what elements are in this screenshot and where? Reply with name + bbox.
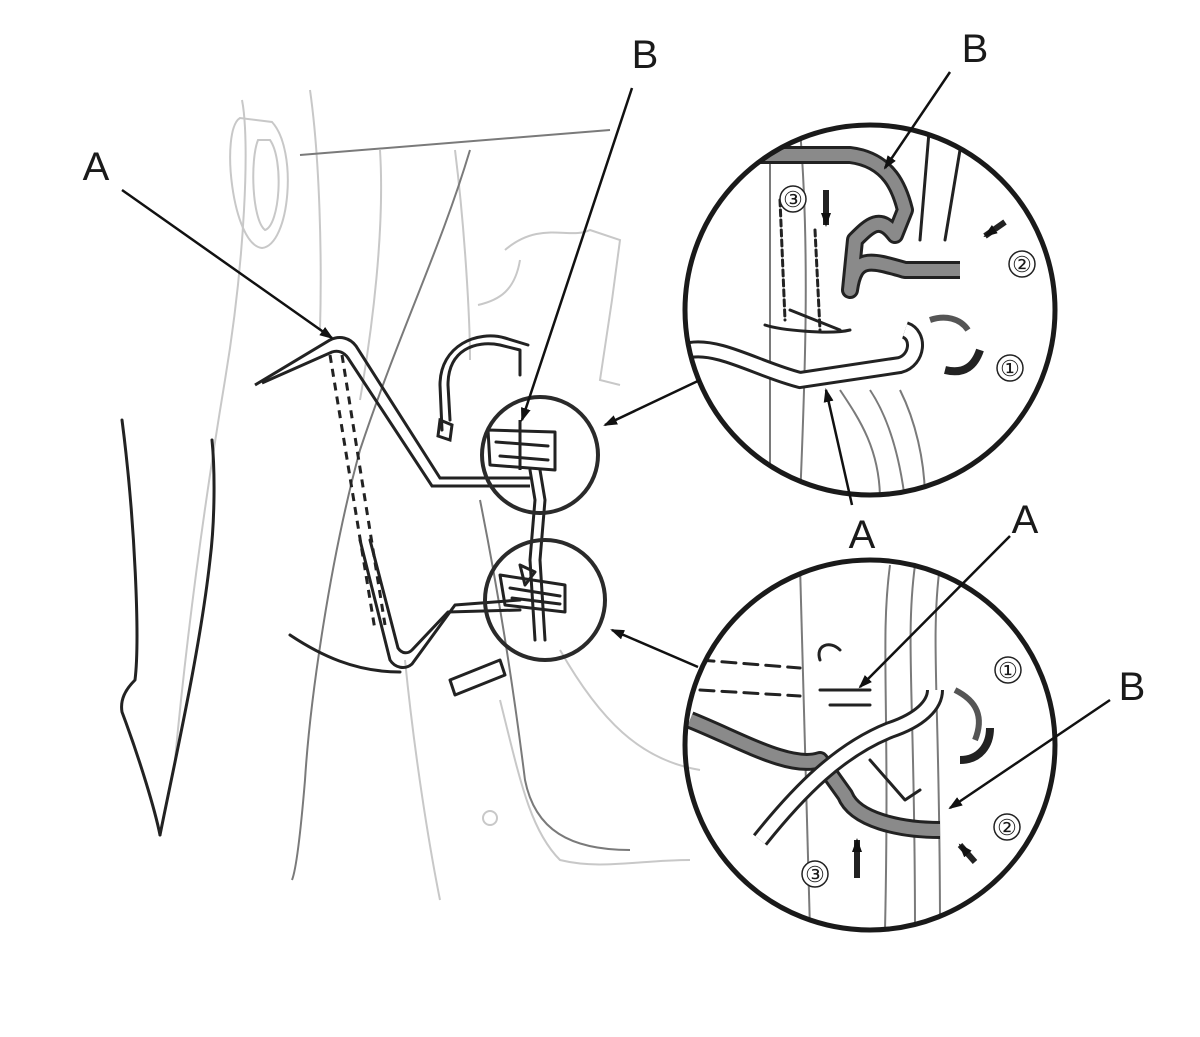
lower-step-1: ①: [998, 659, 1018, 684]
lower-step-2: ②: [997, 816, 1017, 841]
vehicle-body-outline: [174, 89, 701, 901]
leader-a-bottom-detail: [858, 535, 1011, 689]
upper-step-3: ③: [783, 188, 803, 213]
callout-a-main: A: [83, 145, 110, 189]
upper-detail-arrow: [603, 378, 701, 427]
leader-b-main: [520, 87, 634, 422]
upper-detail-marker: [480, 395, 600, 515]
lower-detail-arrow: [610, 628, 699, 669]
callout-b-main: B: [632, 33, 659, 77]
lower-detail-marker: [483, 538, 607, 662]
lower-detail-view: ① ② ③: [682, 557, 1058, 933]
leader-a-mid: [823, 388, 854, 506]
upper-step-2: ②: [1012, 253, 1032, 278]
leader-b-bottom-detail: [948, 698, 1111, 810]
clip-b-upper: [436, 334, 557, 472]
callout-b-top-detail: B: [962, 27, 989, 71]
callout-b-bottom-detail: B: [1119, 665, 1146, 709]
clip-b-lower: [448, 468, 567, 697]
lower-step-3: ③: [805, 863, 825, 888]
leader-b-top-detail: [883, 71, 952, 170]
callout-a-mid: A: [849, 513, 876, 557]
door-trim-panel: [120, 418, 402, 837]
upper-step-1: ①: [1000, 357, 1020, 382]
wire-harness-a: [254, 336, 530, 669]
callout-a-bottom-detail: A: [1012, 498, 1039, 542]
leader-a-main: [121, 188, 334, 340]
upper-detail-view: ③ ② ①: [682, 122, 1058, 498]
